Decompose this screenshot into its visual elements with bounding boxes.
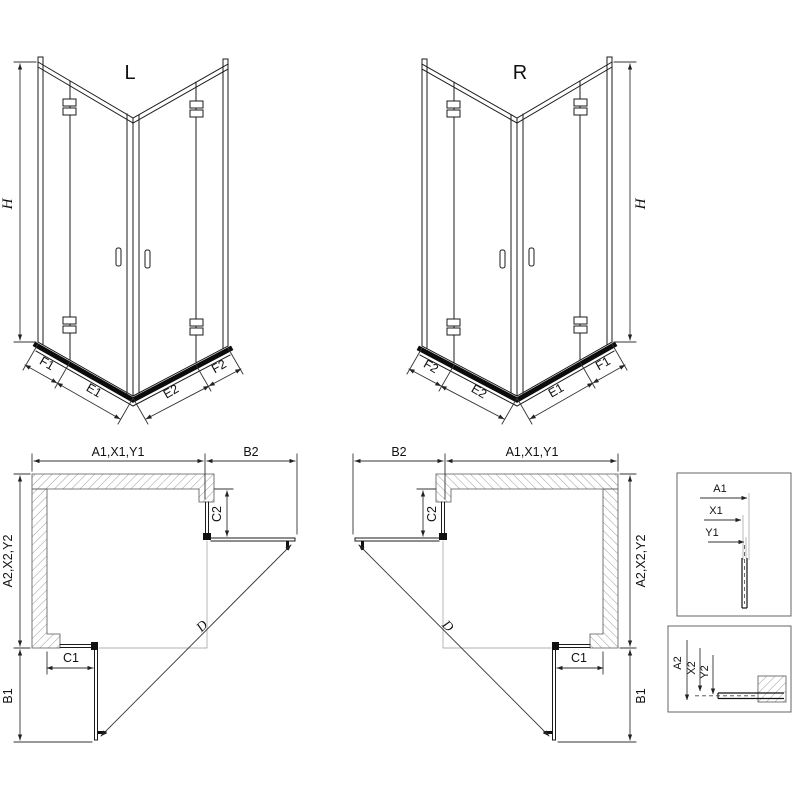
- dim-label-d: D: [192, 617, 210, 635]
- dim-label-e1: E1: [84, 381, 104, 401]
- view-label-right: R: [513, 62, 527, 84]
- plan-view-right: B2 A1,X1,Y1 A2,X2,Y2 C2 C1 B1 D: [353, 445, 648, 742]
- front-view-left: L H F1 E1 E2 F2: [0, 57, 243, 424]
- dim-label-c2: C2: [425, 506, 439, 522]
- dim-label-c1: C1: [63, 651, 79, 665]
- dim-label-a2: A2: [672, 656, 684, 669]
- dim-label-f2: F2: [209, 357, 229, 376]
- detail-box-bottom: A2 X2 Y2: [667, 625, 792, 713]
- dim-label-h-right: H: [633, 197, 649, 210]
- dim-label-c2: C2: [210, 506, 224, 522]
- dim-label-f1: F1: [37, 354, 57, 373]
- dim-label-a2x2y2: A2,X2,Y2: [634, 535, 648, 588]
- dim-label-b1: B1: [1, 688, 15, 703]
- plan-view-left: A1,X1,Y1 B2 A2,X2,Y2 C2 C1 B1 D: [1, 445, 297, 742]
- dim-label-y1: Y1: [705, 527, 718, 539]
- detail-top-dimension-lines: [700, 495, 748, 545]
- dim-label-a1x1y1: A1,X1,Y1: [506, 445, 559, 459]
- wall-section-small: [757, 675, 787, 703]
- dim-label-f1: F1: [593, 354, 613, 373]
- wall-profile-section: [741, 558, 748, 609]
- dim-label-d: D: [439, 616, 457, 634]
- dim-label-h-left: H: [0, 197, 16, 210]
- detail-box-top: A1 X1 Y1: [676, 472, 792, 617]
- dim-label-b2: B2: [243, 445, 258, 459]
- front-view-right: R H F2 E2 E1 F1: [407, 57, 649, 424]
- dim-label-b1: B1: [634, 688, 648, 703]
- dim-label-a2x2y2: A2,X2,Y2: [1, 535, 15, 588]
- dim-label-y2: Y2: [699, 665, 711, 678]
- dim-label-a1: A1: [713, 483, 726, 495]
- dim-label-e2: E2: [161, 382, 181, 402]
- dim-label-a1x1y1: A1,X1,Y1: [92, 445, 145, 459]
- detail-top-reference-lines: [742, 493, 750, 560]
- dim-label-e1: E1: [546, 381, 566, 401]
- detail-bottom-dimension-lines: [684, 640, 716, 701]
- dim-label-f2: F2: [421, 357, 441, 376]
- dim-label-c1: C1: [571, 651, 587, 665]
- dim-label-b2: B2: [391, 445, 406, 459]
- dim-label-x1: X1: [709, 505, 722, 517]
- view-label-left: L: [124, 62, 135, 84]
- dim-label-e2: E2: [469, 382, 489, 402]
- dim-label-x2: X2: [686, 661, 698, 674]
